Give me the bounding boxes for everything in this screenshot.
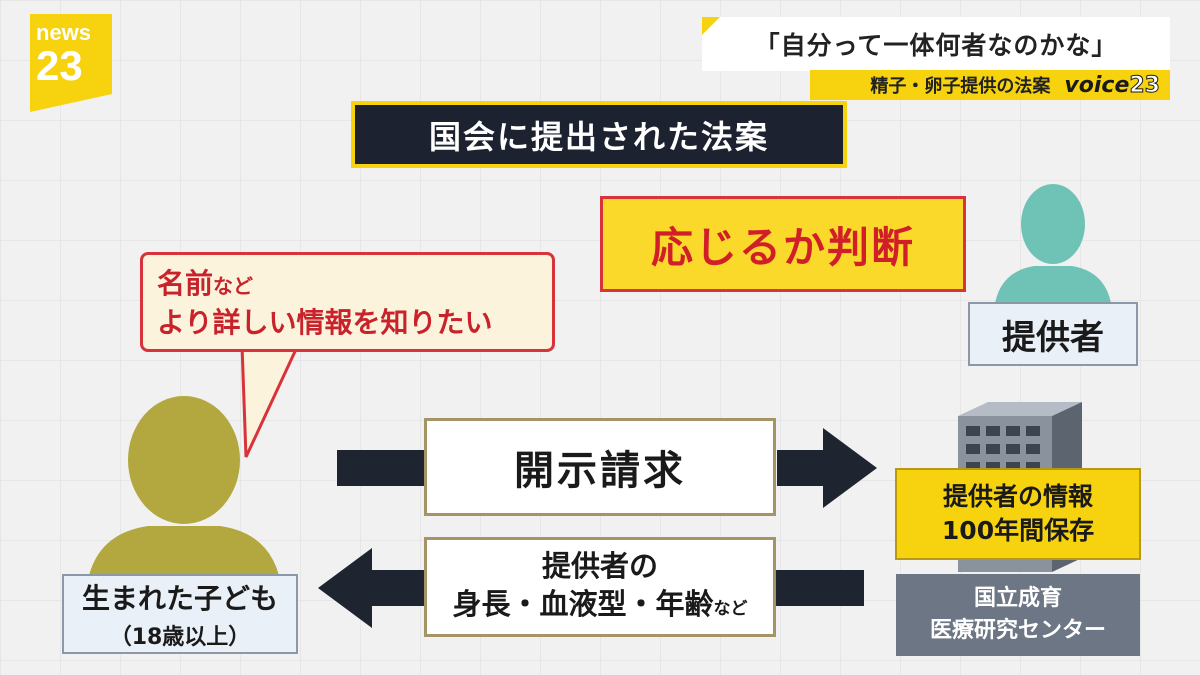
- speech-bubble: 名前など より詳しい情報を知りたい: [140, 252, 555, 352]
- institution-label: 国立成育 医療研究センター: [896, 574, 1140, 656]
- voice23-logo: voice23: [1064, 72, 1161, 98]
- child-label: 生まれた子ども （18歳以上）: [62, 574, 298, 654]
- disclosed-info-line-2: 身長・血液型・年齢など: [452, 585, 747, 628]
- logo-text-number: 23: [36, 42, 83, 89]
- bubble-line1-main: 名前: [157, 267, 214, 300]
- news23-logo: news 23: [30, 14, 112, 112]
- segment-subtitle: 精子・卵子提供の法案: [870, 76, 1051, 97]
- page-title: 国会に提出された法案: [351, 101, 847, 168]
- donor-label-text: 提供者: [1002, 317, 1104, 358]
- donor-person-icon: [994, 184, 1112, 310]
- child-person-icon: [86, 396, 282, 592]
- disclosure-request-text: 開示請求: [514, 448, 686, 494]
- request-arrow-icon: [337, 428, 877, 508]
- voice-logo-number: 23: [1129, 72, 1161, 98]
- institution-line-2: 医療研究センター: [929, 618, 1106, 643]
- caption-corner-mark: [702, 17, 720, 35]
- disclosed-info-line-1: 提供者の: [541, 548, 658, 583]
- disclosed-info-main: 身長・血液型・年齢: [452, 586, 714, 621]
- disclosed-info-small: など: [713, 598, 748, 619]
- bubble-line-1: 名前など: [157, 267, 538, 303]
- institution-line-1: 国立成育: [973, 586, 1062, 611]
- child-label-line-2: （18歳以上）: [109, 625, 251, 650]
- quote-text: 「自分って一体何者なのかな」: [754, 31, 1118, 60]
- donor-label: 提供者: [968, 302, 1138, 366]
- storage-info-line-1: 提供者の情報: [942, 482, 1093, 511]
- bubble-line1-small: など: [213, 274, 254, 298]
- storage-info-line-2: 100年間保存: [941, 516, 1095, 545]
- disclosure-request-box: 開示請求: [424, 418, 776, 516]
- segment-subtitle-bar: 精子・卵子提供の法案 voice23: [810, 70, 1170, 100]
- storage-info-box: 提供者の情報 100年間保存: [895, 468, 1141, 560]
- page-title-text: 国会に提出された法案: [355, 105, 843, 164]
- voice-logo-word: voice: [1064, 72, 1130, 98]
- child-label-line-1: 生まれた子ども: [81, 582, 278, 615]
- judgement-label: 応じるか判断: [600, 196, 966, 292]
- quote-caption: 「自分って一体何者なのかな」: [702, 17, 1170, 71]
- response-arrow-icon: [318, 548, 864, 628]
- disclosed-info-box: 提供者の 身長・血液型・年齢など: [424, 537, 776, 637]
- bubble-line-2: より詳しい情報を知りたい: [157, 306, 493, 339]
- logo-text-news: news: [36, 20, 91, 45]
